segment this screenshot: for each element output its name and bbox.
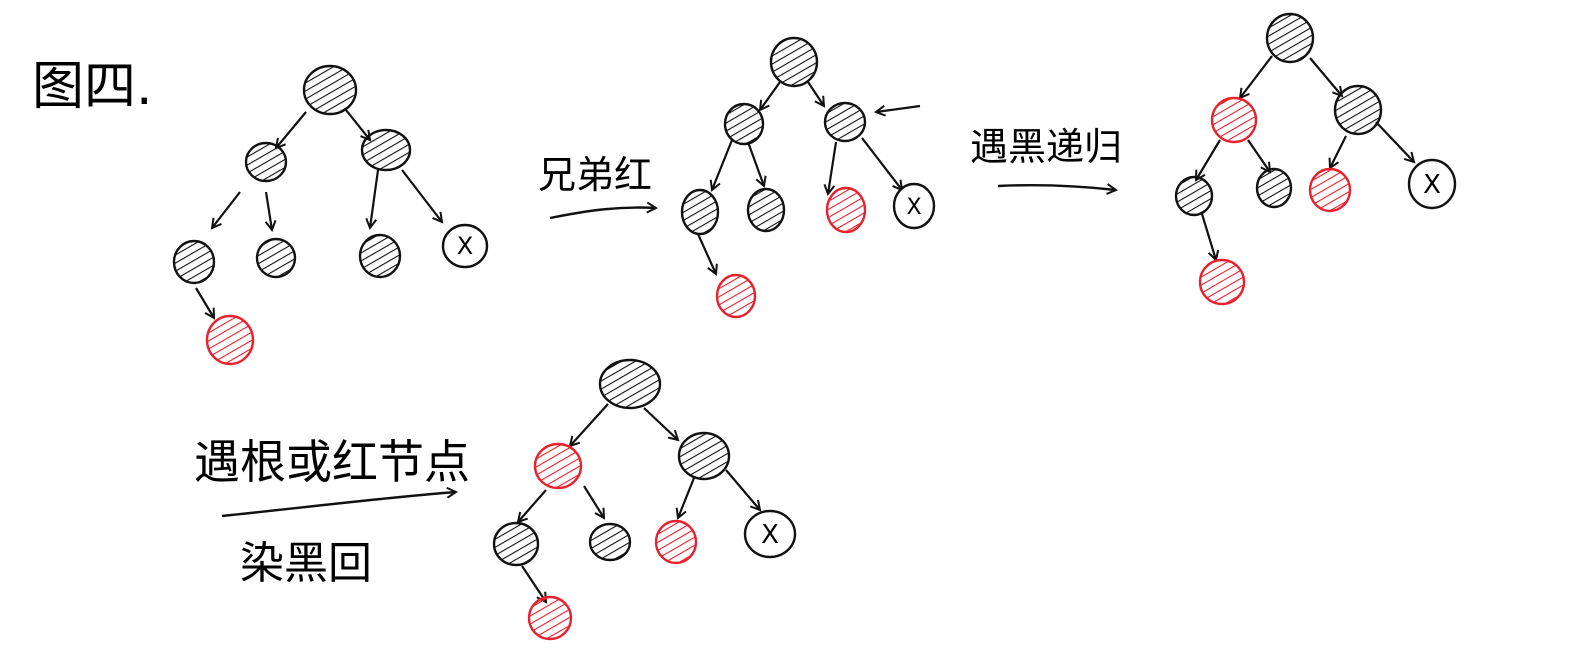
tree-node xyxy=(677,431,731,481)
figure-label: 图四. xyxy=(32,57,153,117)
removed-node: X xyxy=(1407,158,1457,210)
tree-3-edges xyxy=(1196,55,1414,260)
tree-node-red xyxy=(1210,96,1258,144)
tree-node-red xyxy=(825,186,867,234)
tree-node-red xyxy=(715,273,757,319)
arrow-label-root-or-red: 遇根或红节点 xyxy=(194,435,470,489)
removed-node: X xyxy=(743,509,797,559)
tree-node xyxy=(746,187,786,233)
tree-node-red xyxy=(205,314,255,366)
removed-node-mark: X xyxy=(761,520,779,550)
tree-node-red xyxy=(1308,167,1352,213)
tree-node xyxy=(1333,84,1383,136)
tree-2-edges xyxy=(696,81,921,274)
removed-node-mark: X xyxy=(1423,170,1441,200)
tree-node-red xyxy=(527,595,573,641)
tree-node xyxy=(769,36,819,88)
tree-node xyxy=(255,237,297,279)
transition-arrow-1: 兄弟红 xyxy=(538,153,656,220)
tree-node xyxy=(680,188,720,236)
tree-2-nodes: X xyxy=(680,36,936,319)
tree-node xyxy=(244,141,288,183)
tree-node-red xyxy=(1198,258,1246,306)
tree-node xyxy=(302,64,358,116)
tree-node xyxy=(1174,175,1214,217)
tree-node xyxy=(723,102,765,146)
transition-arrow-3: 遇根或红节点 染黑回 xyxy=(194,435,470,589)
arrow-label-black-recurse: 遇黑递归 xyxy=(970,125,1122,169)
tree-3-nodes: X xyxy=(1174,12,1457,306)
tree-1: X xyxy=(172,64,489,366)
arrow-label-color-black: 染黑回 xyxy=(240,538,372,589)
tree-node-red xyxy=(533,442,583,490)
tree-1-edges xyxy=(195,109,442,318)
removed-node: X xyxy=(892,182,936,230)
removed-node: X xyxy=(441,223,489,269)
tree-node xyxy=(358,233,402,279)
tree-node xyxy=(823,101,867,143)
tree-node xyxy=(360,128,412,172)
tree-node xyxy=(588,522,632,562)
tree-3: X xyxy=(1174,12,1457,306)
tree-node xyxy=(1255,167,1293,209)
tree-node xyxy=(598,358,662,410)
removed-node-mark: X xyxy=(457,232,473,260)
tree-4: X xyxy=(492,358,797,641)
removed-node-mark: X xyxy=(906,195,921,220)
tree-4-edges xyxy=(518,403,760,602)
tree-node xyxy=(1265,12,1315,64)
tree-4-nodes: X xyxy=(492,358,797,641)
tree-1-nodes: X xyxy=(172,64,489,366)
tree-node xyxy=(172,239,216,285)
arrow-label-sibling-red: 兄弟红 xyxy=(538,153,652,197)
tree-node-red xyxy=(654,519,698,565)
tree-node xyxy=(492,521,540,567)
transition-arrow-2: 遇黑递归 xyxy=(970,125,1122,190)
tree-2: X xyxy=(680,36,936,319)
